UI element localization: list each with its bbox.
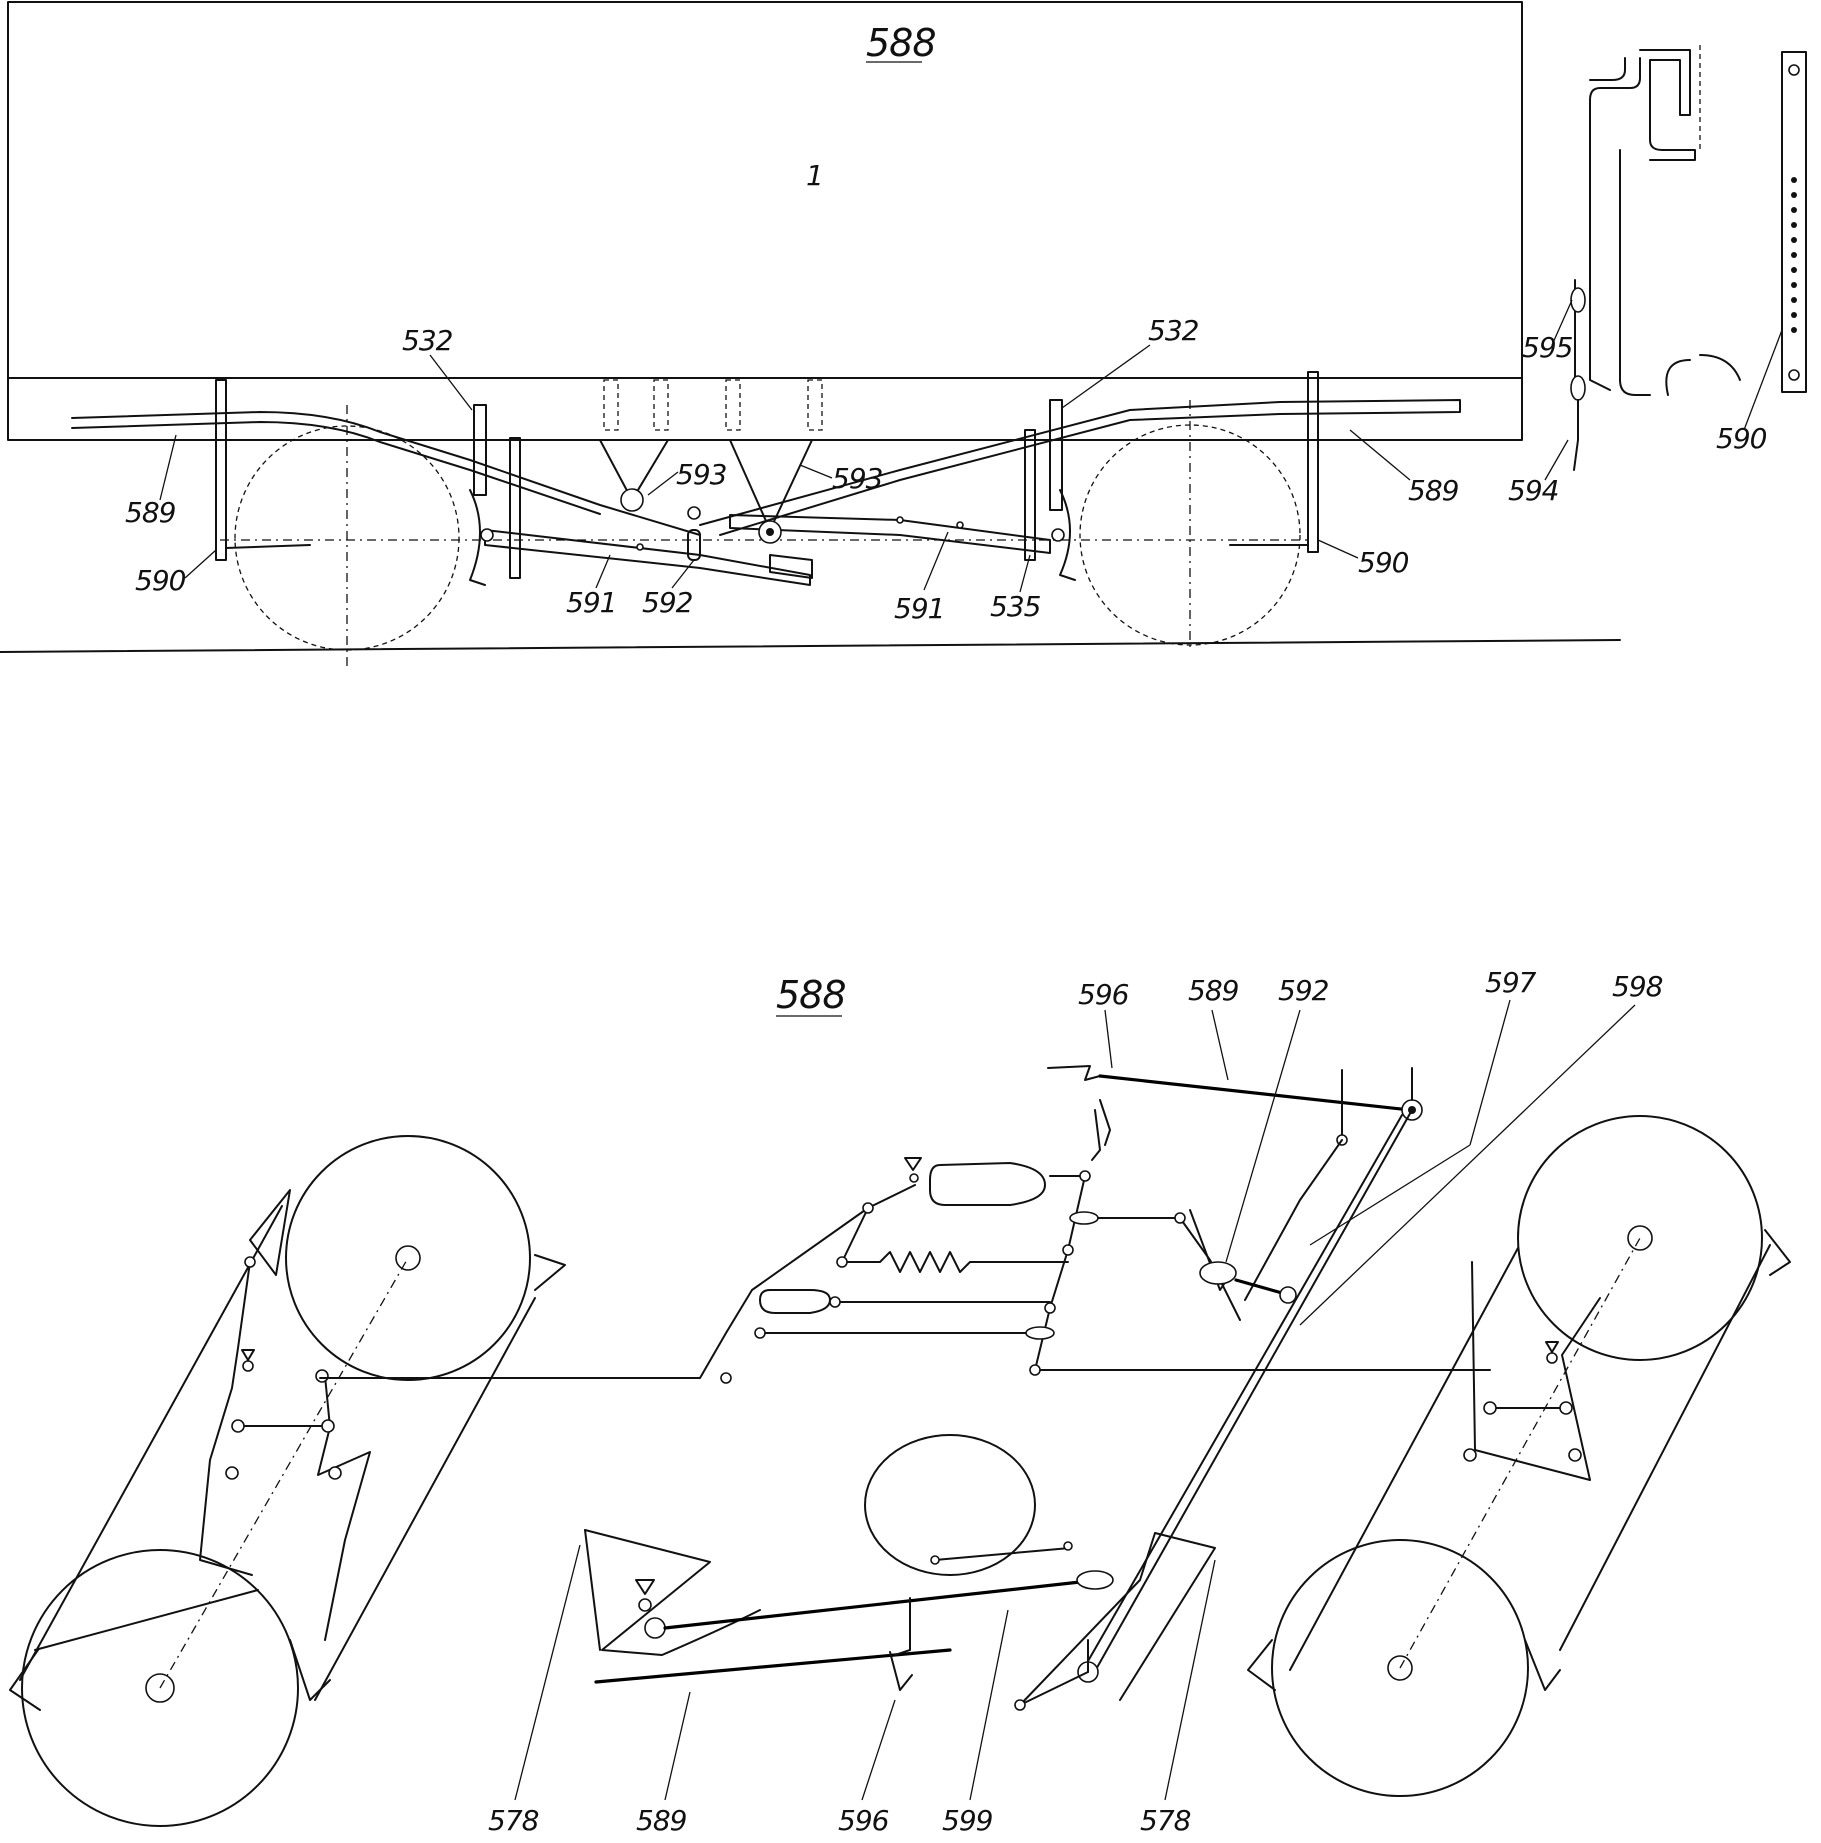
- label-589-right: 589: [1408, 474, 1459, 507]
- bracket-left: [469, 489, 486, 586]
- label-590-detail: 590: [1716, 422, 1767, 455]
- bottom-view-isometric-schematic: 588 596 589 592 597 598 578 589 596 599 …: [9, 966, 1791, 1837]
- detail-hook: [1639, 49, 1696, 161]
- detail-bent-bar: [1589, 57, 1641, 391]
- center-oval: [864, 1434, 1036, 1576]
- label-599: 599: [942, 1804, 993, 1837]
- ladder-590-left-arm: [225, 544, 311, 549]
- label-597: 597: [1485, 966, 1537, 999]
- wheel-right-rear: [1517, 1115, 1763, 1361]
- hangers: [603, 379, 823, 431]
- label-590-left: 590: [135, 564, 186, 597]
- label-532-left: 532: [402, 324, 453, 357]
- label-591-left: 591: [566, 586, 616, 619]
- wheel-left-rear: [285, 1135, 531, 1381]
- ladder-590-right: [1307, 371, 1319, 553]
- vehicle-body-outline: [7, 1, 1523, 441]
- right-linkage: [1463, 1261, 1601, 1481]
- label-578-left: 578: [488, 1804, 539, 1837]
- label-593-right: 593: [832, 462, 883, 495]
- post-left-1: [473, 404, 487, 496]
- lower-linkage: [584, 1529, 1216, 1711]
- detail-view: 595 594 590: [1508, 45, 1807, 507]
- label-589-bottom: 589: [636, 1804, 687, 1837]
- rod-589-upper: [71, 421, 601, 515]
- central-brake-system: [319, 1157, 1491, 1384]
- ladder-590-left: [215, 379, 227, 561]
- detail-arm: [1619, 149, 1651, 396]
- wheel-right-front: [1271, 1539, 1529, 1797]
- label-598: 598: [1612, 970, 1663, 1003]
- upper-linkage-589: [1047, 1065, 1423, 1681]
- label-535: 535: [990, 590, 1041, 623]
- left-linkage: [199, 1256, 371, 1641]
- rod-589: [71, 411, 701, 536]
- ground-line: [0, 639, 1621, 653]
- brake-tank-small: [759, 1289, 831, 1314]
- detail-slotted-bar-590: [1781, 51, 1807, 393]
- label-590-right: 590: [1358, 546, 1409, 579]
- brake-tank-large: [929, 1162, 1046, 1206]
- wheel-left-front: [21, 1549, 299, 1827]
- label-592-bottom: 592: [1278, 974, 1329, 1007]
- post-left-2: [509, 437, 521, 579]
- post-right-1: [1024, 429, 1036, 561]
- label-596-top: 596: [1078, 978, 1129, 1011]
- rod-589-right: [699, 399, 1461, 536]
- label-595: 595: [1522, 331, 1573, 364]
- label-589-left: 589: [125, 496, 176, 529]
- label-594: 594: [1508, 474, 1558, 507]
- label-591-right: 591: [894, 592, 944, 625]
- label-593-left: 593: [676, 458, 727, 491]
- label-588-bottom: 588: [776, 973, 846, 1017]
- toothed-bar: [769, 554, 813, 579]
- label-589-top: 589: [1188, 974, 1239, 1007]
- center-mark: 1: [806, 159, 823, 192]
- label-532-right: 532: [1148, 314, 1199, 347]
- top-view-side-elevation: 588 1 532 532 589 589 590 590 591 591 59…: [0, 1, 1621, 668]
- bracket-right: [1059, 489, 1076, 581]
- label-592: 592: [642, 586, 693, 619]
- post-right-2: [1049, 399, 1063, 511]
- pivot-593-left[interactable]: [620, 488, 644, 512]
- label-body-588-top: 588: [866, 21, 936, 65]
- label-596-bottom: 596: [838, 1804, 889, 1837]
- label-578-right: 578: [1140, 1804, 1191, 1837]
